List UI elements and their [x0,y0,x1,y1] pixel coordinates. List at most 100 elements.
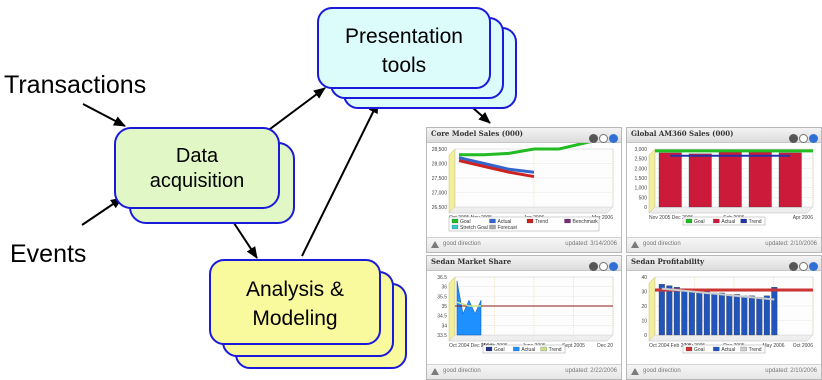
legend-label: Trend [749,347,762,353]
analysis-modeling-box [209,259,407,369]
series-bar [771,286,778,336]
y-tick-label: 33.5 [437,333,447,339]
series-bar [658,284,665,336]
series-bar [711,292,718,336]
x-tick-label: May 2006 [763,343,785,349]
legend-swatch [685,218,693,224]
panel-footer: good direction updated: 3/14/2006 [427,237,621,252]
series-bar [726,294,733,336]
presentation-line-2: tools [381,54,427,77]
direction-up-icon [431,241,439,248]
y-tick-label: 30 [641,290,647,296]
x-tick-label: Nov 2005 Dec 2005 [649,215,693,221]
x-tick-label: Oct 2006 [793,343,814,349]
y-tick-label: 2,500 [634,157,647,163]
legend-label: Goal [494,347,505,353]
zoom-icon[interactable] [799,262,808,271]
series-bar [658,152,682,208]
panel-header: Sedan Market Share [427,256,621,271]
series-bar [703,291,710,336]
chart-side-wall [648,276,656,342]
legend-label: Benchmark [573,219,599,225]
panel-footer: good direction updated: 2/10/2006 [627,364,821,379]
y-tick-label: 36.5 [437,275,447,281]
y-tick-label: 36 [441,285,447,291]
series-area [456,280,482,336]
y-tick-label: 2,000 [634,166,647,172]
legend-swatch [451,224,459,230]
zoom-icon[interactable] [599,134,608,143]
series-line [459,143,592,157]
export-icon[interactable] [789,262,798,271]
panel-icons [588,130,618,148]
chart-floor [648,206,814,214]
legend-swatch [740,346,747,352]
info-icon[interactable] [609,262,618,271]
data-acquisition-box [114,127,295,224]
export-icon[interactable] [589,134,598,143]
legend-label: Forecast [498,225,518,231]
panel-direction-text: good direction [643,368,681,374]
legend-label: Trend [549,347,562,353]
legend-swatch [713,346,720,352]
series-line [458,159,535,179]
y-tick-label: 3,000 [634,147,647,153]
y-tick-label: 27,000 [432,191,448,197]
legend-swatch [685,346,693,352]
panel-title: Sedan Profitability [631,257,705,266]
arrow-acquisition-to-presentation [261,87,326,136]
arrow-analysis-to-presentation [301,101,379,257]
legend-swatch [513,346,520,352]
series-bar [718,292,725,336]
x-tick-label: Sept 2005 [562,343,585,349]
panel-title: Global AM360 Sales (000) [631,129,734,138]
info-icon[interactable] [809,134,818,143]
legend-swatch [489,224,496,230]
series-bar [778,152,802,208]
legend-box [682,216,766,226]
zoom-icon[interactable] [599,262,608,271]
legend-box [482,344,566,354]
legend-box [682,344,766,354]
series-bar [688,289,695,336]
legend-swatch [489,218,496,224]
info-icon[interactable] [609,134,618,143]
zoom-icon[interactable] [799,134,808,143]
x-tick-label: Oct 2004 Dec 2004 [449,343,492,349]
x-tick-label: Mar 2006 [592,215,613,221]
legend-swatch [451,218,459,224]
export-icon[interactable] [589,262,598,271]
chart-floor [648,334,814,342]
series-bar [673,286,680,336]
panel-updated-text: updated: 2/10/2006 [765,368,817,374]
panel-updated-text: updated: 2/10/2006 [765,241,817,247]
analysis-line-1: Analysis & [245,278,345,301]
legend-label: Actual [721,347,735,353]
legend-box [448,216,600,232]
y-tick-label: 10 [641,319,647,325]
legend-label: Actual [721,219,735,225]
chart-floor [448,206,614,214]
y-tick-label: 1,500 [634,176,647,182]
y-tick-label: 27,500 [432,176,448,182]
export-icon[interactable] [789,134,798,143]
panel-title: Sedan Market Share [431,257,512,266]
series-bar [756,297,763,336]
legend-swatch [540,346,547,352]
info-icon[interactable] [809,262,818,271]
panel-icons [788,258,818,276]
data-acquisition-line-2: acquisition [149,170,245,192]
y-tick-label: 500 [639,195,648,201]
panel-direction-text: good direction [643,241,681,247]
legend-swatch [740,218,747,224]
legend-label: Goal [694,347,705,353]
y-tick-label: 28,000 [432,162,448,168]
data-acquisition-label: Data acquisition [115,144,279,194]
direction-up-icon [431,368,439,375]
panel-direction-text: good direction [443,241,481,247]
